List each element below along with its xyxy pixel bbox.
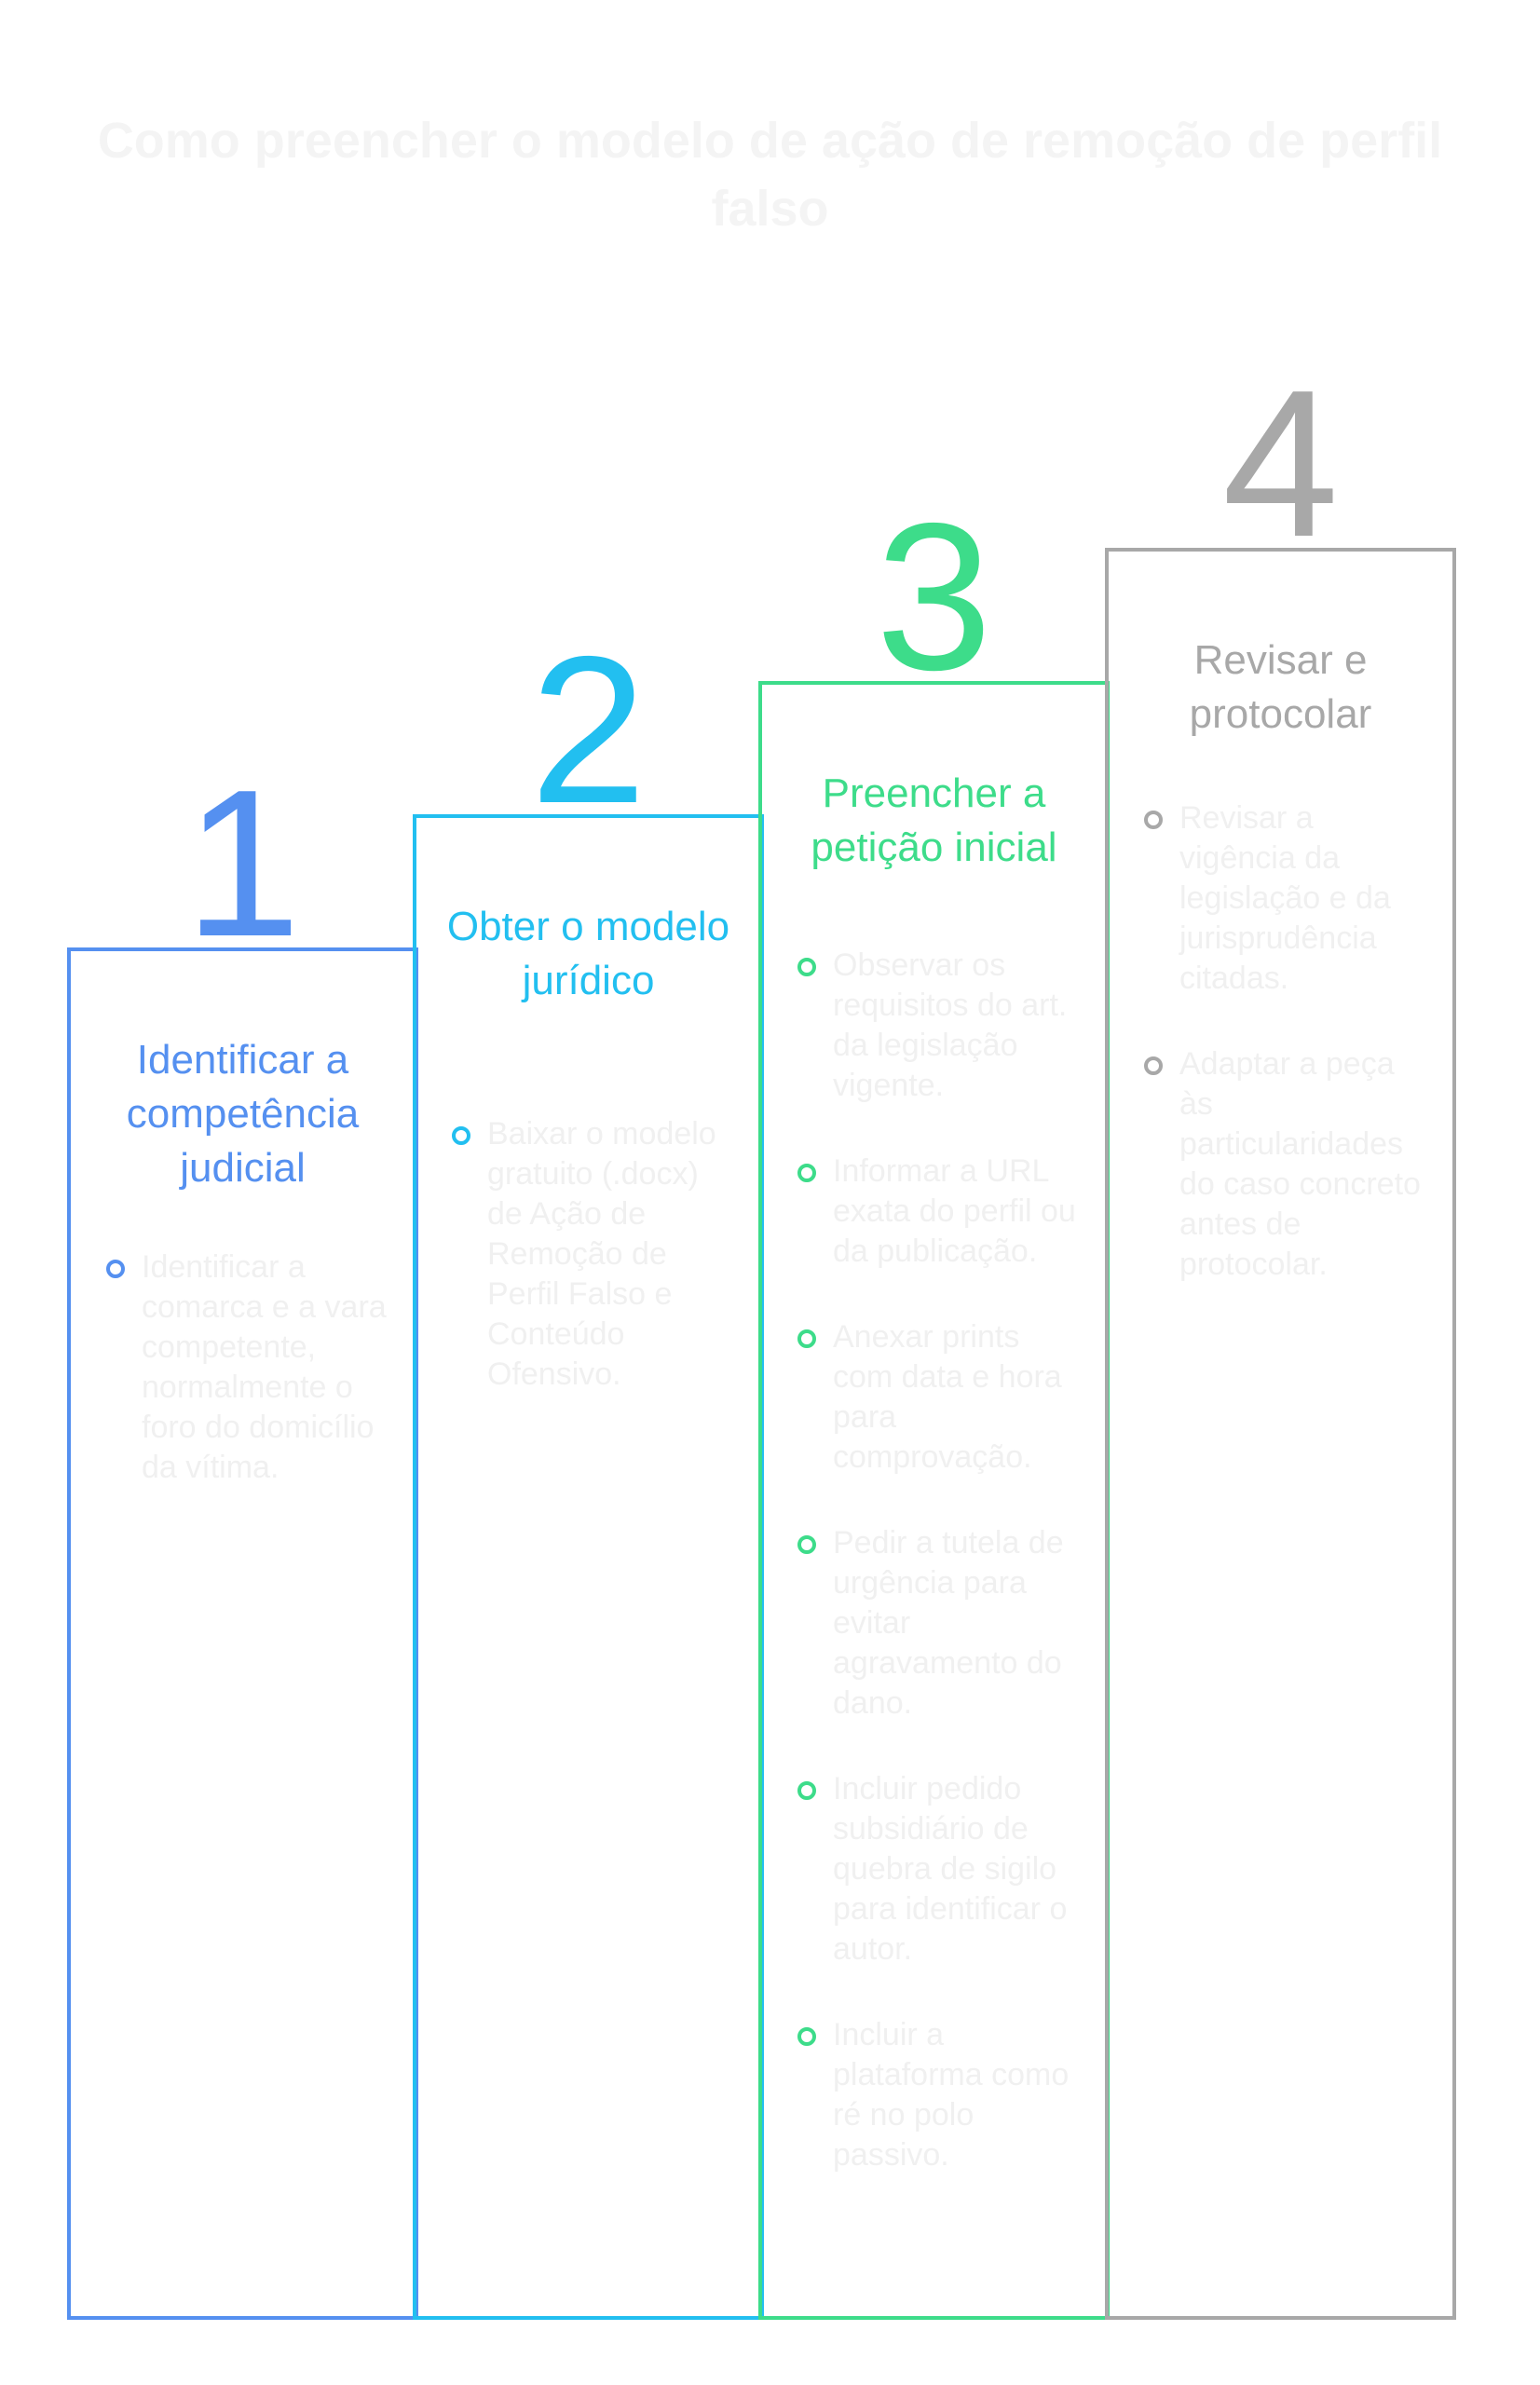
step-1-box: Identificar a competência judicial Ident… [67,947,418,2320]
step-2-box: Obter o modelo jurídico Baixar o modelo … [413,814,764,2320]
bullet-dot-icon [1144,1056,1163,1075]
step-1-title: Identificar a competência judicial [126,1037,360,1191]
bullet-dot-icon [797,2027,816,2046]
step-3-bullet-4: Pedir a tutela de urgência para evitar a… [790,1523,1078,1724]
step-1-number: 1 [184,745,302,980]
step-2-bullets: Baixar o modelo gratuito (.docx) de Ação… [444,1114,732,1440]
bullet-text: Anexar prints com data e hora para compr… [833,1319,1062,1475]
step-3-box: Preencher a petição inicial Observar os … [758,681,1110,2320]
step-4-title: Revisar e protocolar [1189,637,1372,737]
bullet-dot-icon [797,1164,816,1182]
step-3-bullet-1: Observar os requisitos do art. da legisl… [790,946,1078,1106]
bullet-text: Informar a URL exata do perfil ou da pub… [833,1153,1076,1269]
bullet-dot-icon [797,1535,816,1554]
bullet-dot-icon [797,1781,816,1800]
bullet-text: Revisar a vigência da legislação e da ju… [1179,800,1391,996]
step-3-bullet-2: Informar a URL exata do perfil ou da pub… [790,1152,1078,1272]
bullet-text: Adaptar a peça às particularidades do ca… [1179,1046,1421,1282]
step-1-bullets: Identificar a comarca e a vara competent… [99,1247,387,1533]
bullet-dot-icon [452,1126,470,1145]
step-2-bullet-1: Baixar o modelo gratuito (.docx) de Ação… [444,1114,732,1395]
step-1-bullet-1: Identificar a comarca e a vara competent… [99,1247,387,1488]
step-2-title: Obter o modelo jurídico [446,904,730,1003]
step-3-bullet-6: Incluir a plataforma como ré no polo pas… [790,2015,1078,2175]
bullet-text: Observar os requisitos do art. da legisl… [833,947,1068,1103]
bullet-text: Incluir a plataforma como ré no polo pas… [833,2017,1070,2173]
diagram-title: Como preencher o modelo de ação de remoç… [97,113,1443,237]
step-4-bullet-1: Revisar a vigência da legislação e da ju… [1137,798,1424,999]
step-3-number: 3 [875,479,993,714]
step-4-box: Revisar e protocolar Revisar a vigência … [1105,548,1456,2320]
bullet-dot-icon [797,1329,816,1348]
bullet-dot-icon [797,958,816,976]
bullet-text: Pedir a tutela de urgência para evitar a… [833,1525,1064,1721]
step-3-title: Preencher a petição inicial [811,770,1057,870]
bullet-dot-icon [1144,811,1163,829]
bullet-text: Identificar a comarca e a vara competent… [142,1249,387,1485]
step-3-bullet-5: Incluir pedido subsidiário de quebra de … [790,1769,1078,1969]
step-3-bullets: Observar os requisitos do art. da legisl… [790,946,1078,2221]
bullet-text: Baixar o modelo gratuito (.docx) de Ação… [487,1116,716,1392]
bullet-text: Incluir pedido subsidiário de quebra de … [833,1771,1068,1967]
step-3-bullet-3: Anexar prints com data e hora para compr… [790,1317,1078,1478]
step-2-number: 2 [529,612,647,847]
step-4-bullets: Revisar a vigência da legislação e da ju… [1137,798,1424,1330]
step-4-number: 4 [1221,346,1340,580]
step-4-bullet-2: Adaptar a peça às particularidades do ca… [1137,1044,1424,1285]
bullet-dot-icon [106,1260,125,1278]
